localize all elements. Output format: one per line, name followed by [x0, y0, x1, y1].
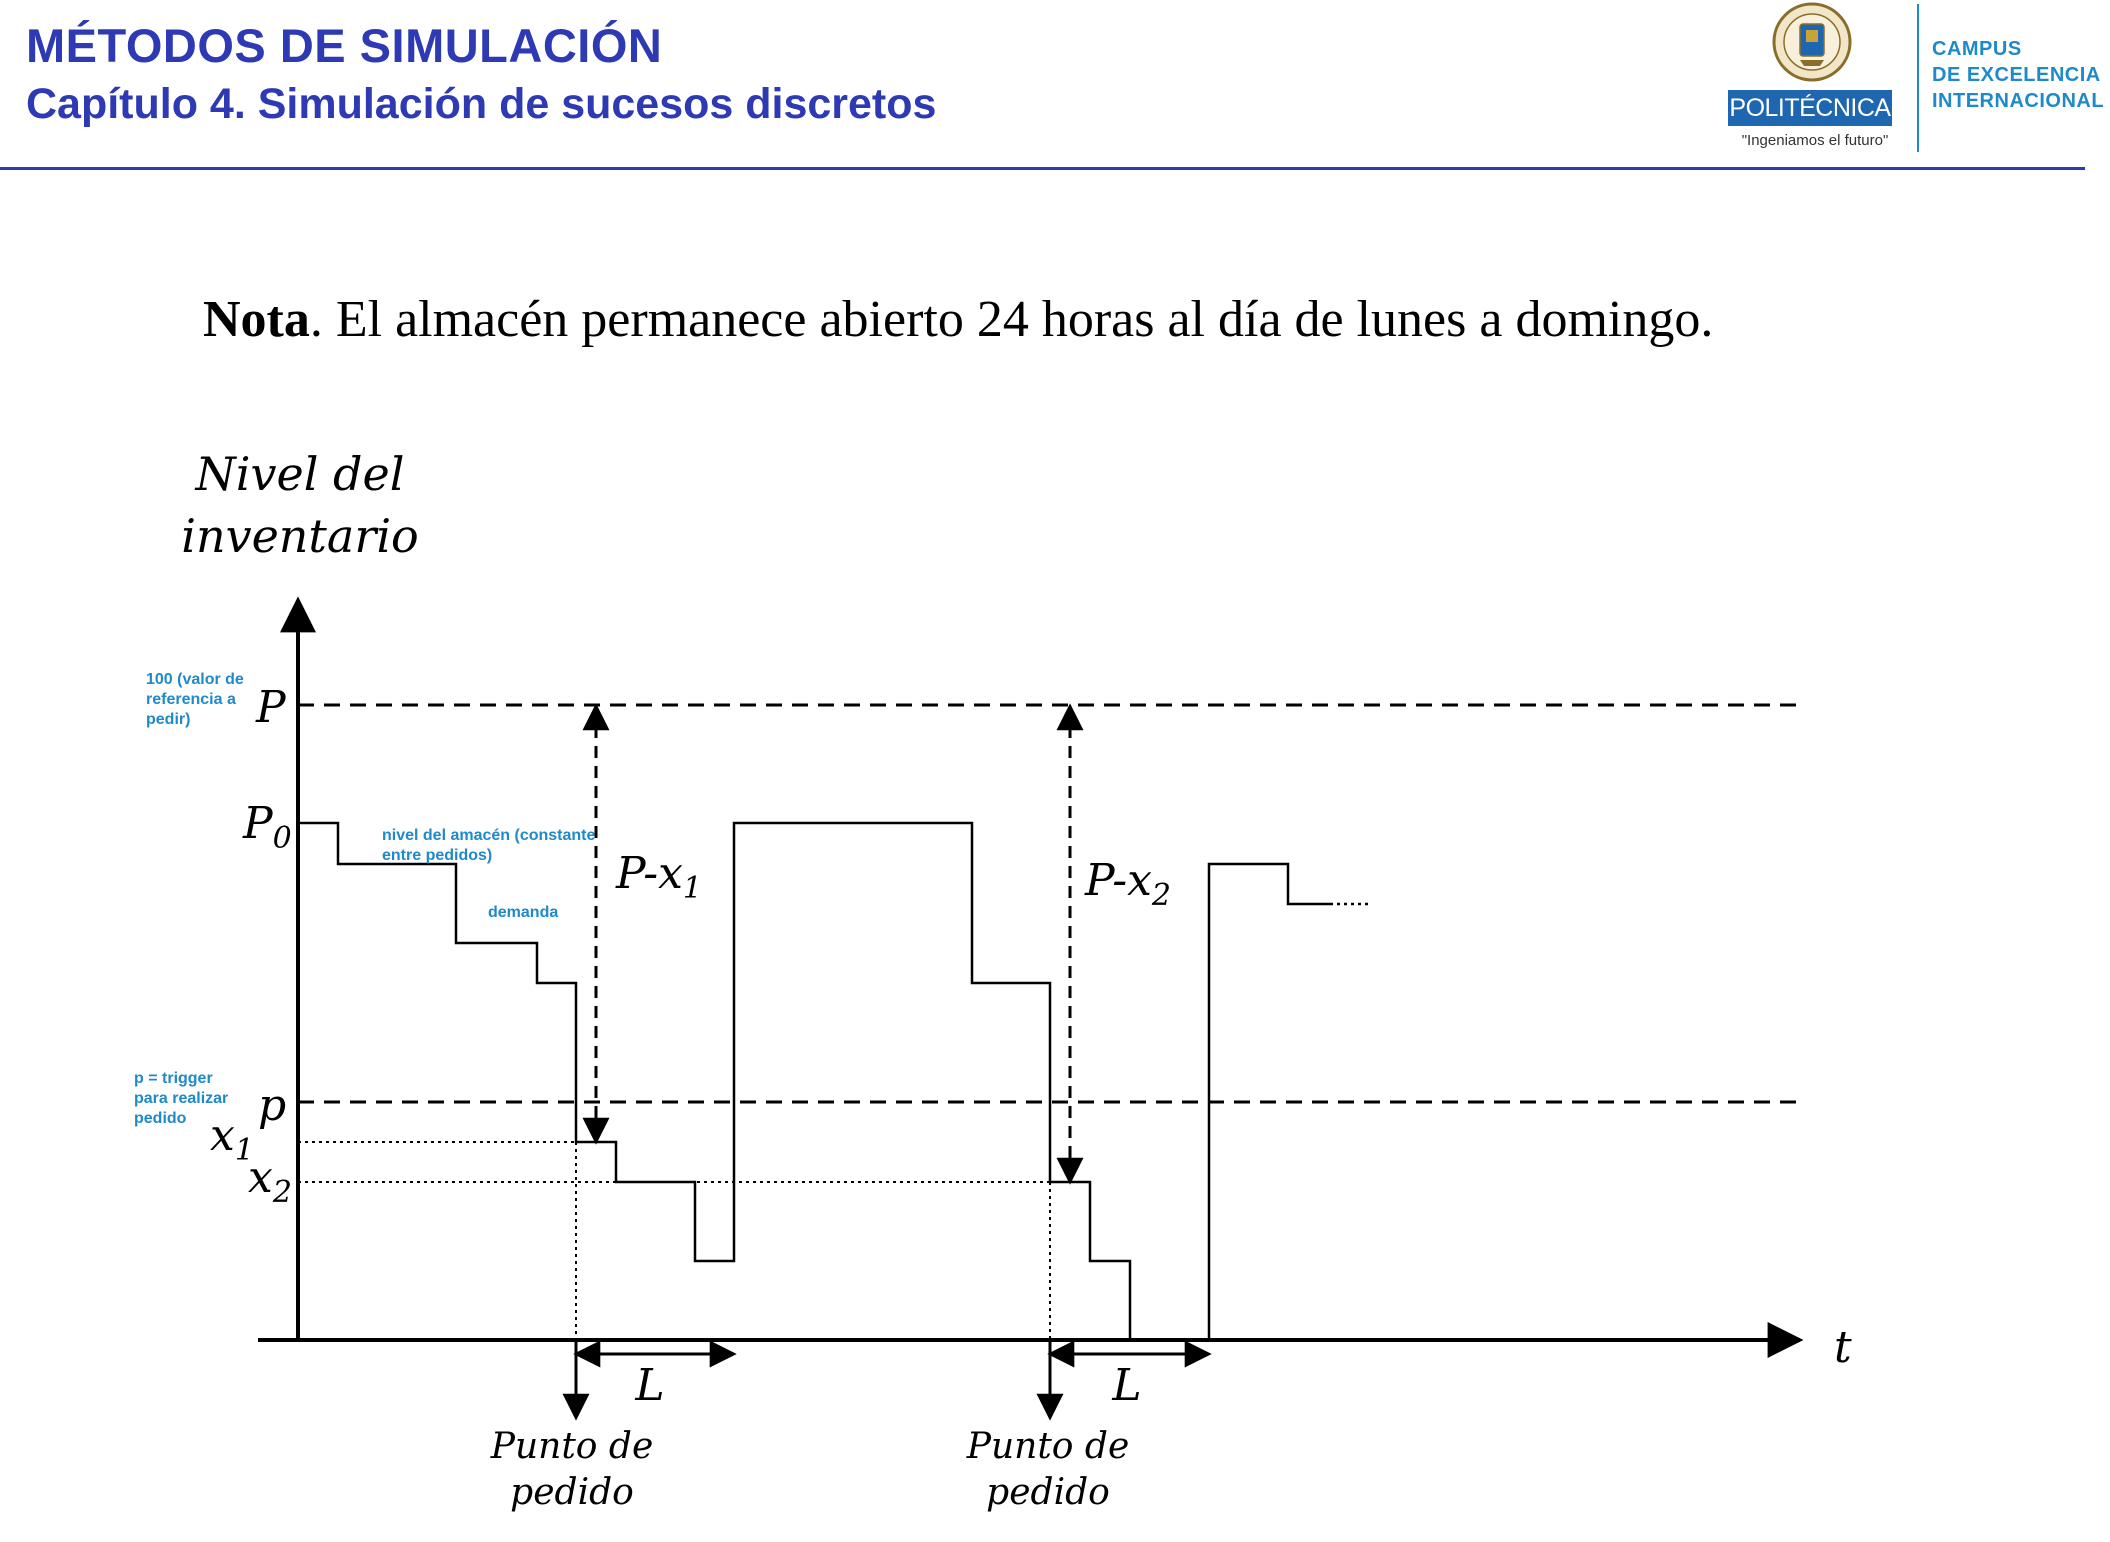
logo-motto: "Ingeniamos el futuro"	[1741, 132, 1889, 149]
chapter-subtitle: Capítulo 4. Simulación de sucesos discre…	[26, 80, 937, 128]
order-point-caption-2: pedido	[986, 1472, 1110, 1513]
university-logo: POLITÉCNICA "Ingeniamos el futuro" CAMPU…	[1718, 0, 2110, 160]
level-label-x1: x1	[210, 1110, 254, 1168]
trigger-annotation: pedido	[134, 1110, 187, 1127]
order-point-caption-1: pedido	[510, 1472, 634, 1513]
order-point-caption-1: Punto de	[490, 1426, 654, 1467]
y-axis-label: Nivel del	[195, 447, 405, 501]
lead-time-label-1: L	[634, 1360, 664, 1411]
page-title: MÉTODOS DE SIMULACIÓN	[26, 19, 663, 72]
level-label-x2-sub: 2	[272, 1175, 292, 1210]
demand-annotation: demanda	[488, 904, 558, 921]
order-quantity-label-2: P-x2	[1084, 855, 1171, 913]
politecnica-badge: POLITÉCNICA	[1728, 90, 1892, 126]
order-point-caption-2: Punto de	[966, 1426, 1130, 1467]
y-axis-label: inventario	[181, 509, 418, 563]
note-text: . El almacén permanece abierto 24 horas …	[309, 291, 1714, 348]
trigger-annotation: para realizar	[134, 1090, 228, 1107]
level-annotation: entre pedidos)	[382, 847, 492, 864]
level-label-x1-main: x	[210, 1110, 235, 1161]
campus-line: CAMPUS	[1932, 38, 2022, 60]
inventory-level-line	[298, 821, 1330, 1342]
x-axis-label: t	[1834, 1322, 1852, 1373]
level-label-x2: x2	[248, 1152, 292, 1210]
order-quantity-label-1: P-x1	[615, 848, 702, 906]
level-label-P0-main: P	[242, 798, 274, 849]
logo-divider	[1917, 4, 1919, 152]
reference-annotation: 100 (valor de	[146, 671, 244, 688]
trigger-annotation: p = trigger	[134, 1070, 213, 1087]
level-label-p: p	[258, 1080, 286, 1131]
university-seal-icon	[1772, 2, 1852, 82]
order-quantity-label-2-main: P-x	[1084, 855, 1152, 906]
level-label-P: P	[255, 682, 287, 733]
order-quantity-label-2-sub: 2	[1151, 878, 1171, 913]
level-label-P0: P0	[242, 798, 292, 856]
campus-line: DE EXCELENCIA	[1932, 64, 2101, 86]
note-label: Nota	[203, 291, 310, 348]
reference-annotation: pedir)	[146, 711, 190, 728]
reference-annotation: referencia a	[146, 691, 236, 708]
campus-line: INTERNACIONAL	[1932, 90, 2105, 112]
level-label-x1-sub: 1	[235, 1133, 254, 1168]
lead-time-label-2: L	[1111, 1360, 1141, 1411]
order-quantity-label-1-main: P-x	[615, 848, 683, 899]
level-label-x2-main: x	[248, 1152, 273, 1203]
order-quantity-label-1-sub: 1	[683, 871, 702, 906]
level-annotation: nivel del amacén (constante	[382, 827, 596, 844]
header-divider	[0, 167, 2085, 170]
note-paragraph: Nota. El almacén permanece abierto 24 ho…	[203, 290, 1713, 349]
level-label-P0-sub: 0	[273, 821, 292, 856]
campus-label: CAMPUS DE EXCELENCIA INTERNACIONAL	[1932, 36, 2104, 114]
